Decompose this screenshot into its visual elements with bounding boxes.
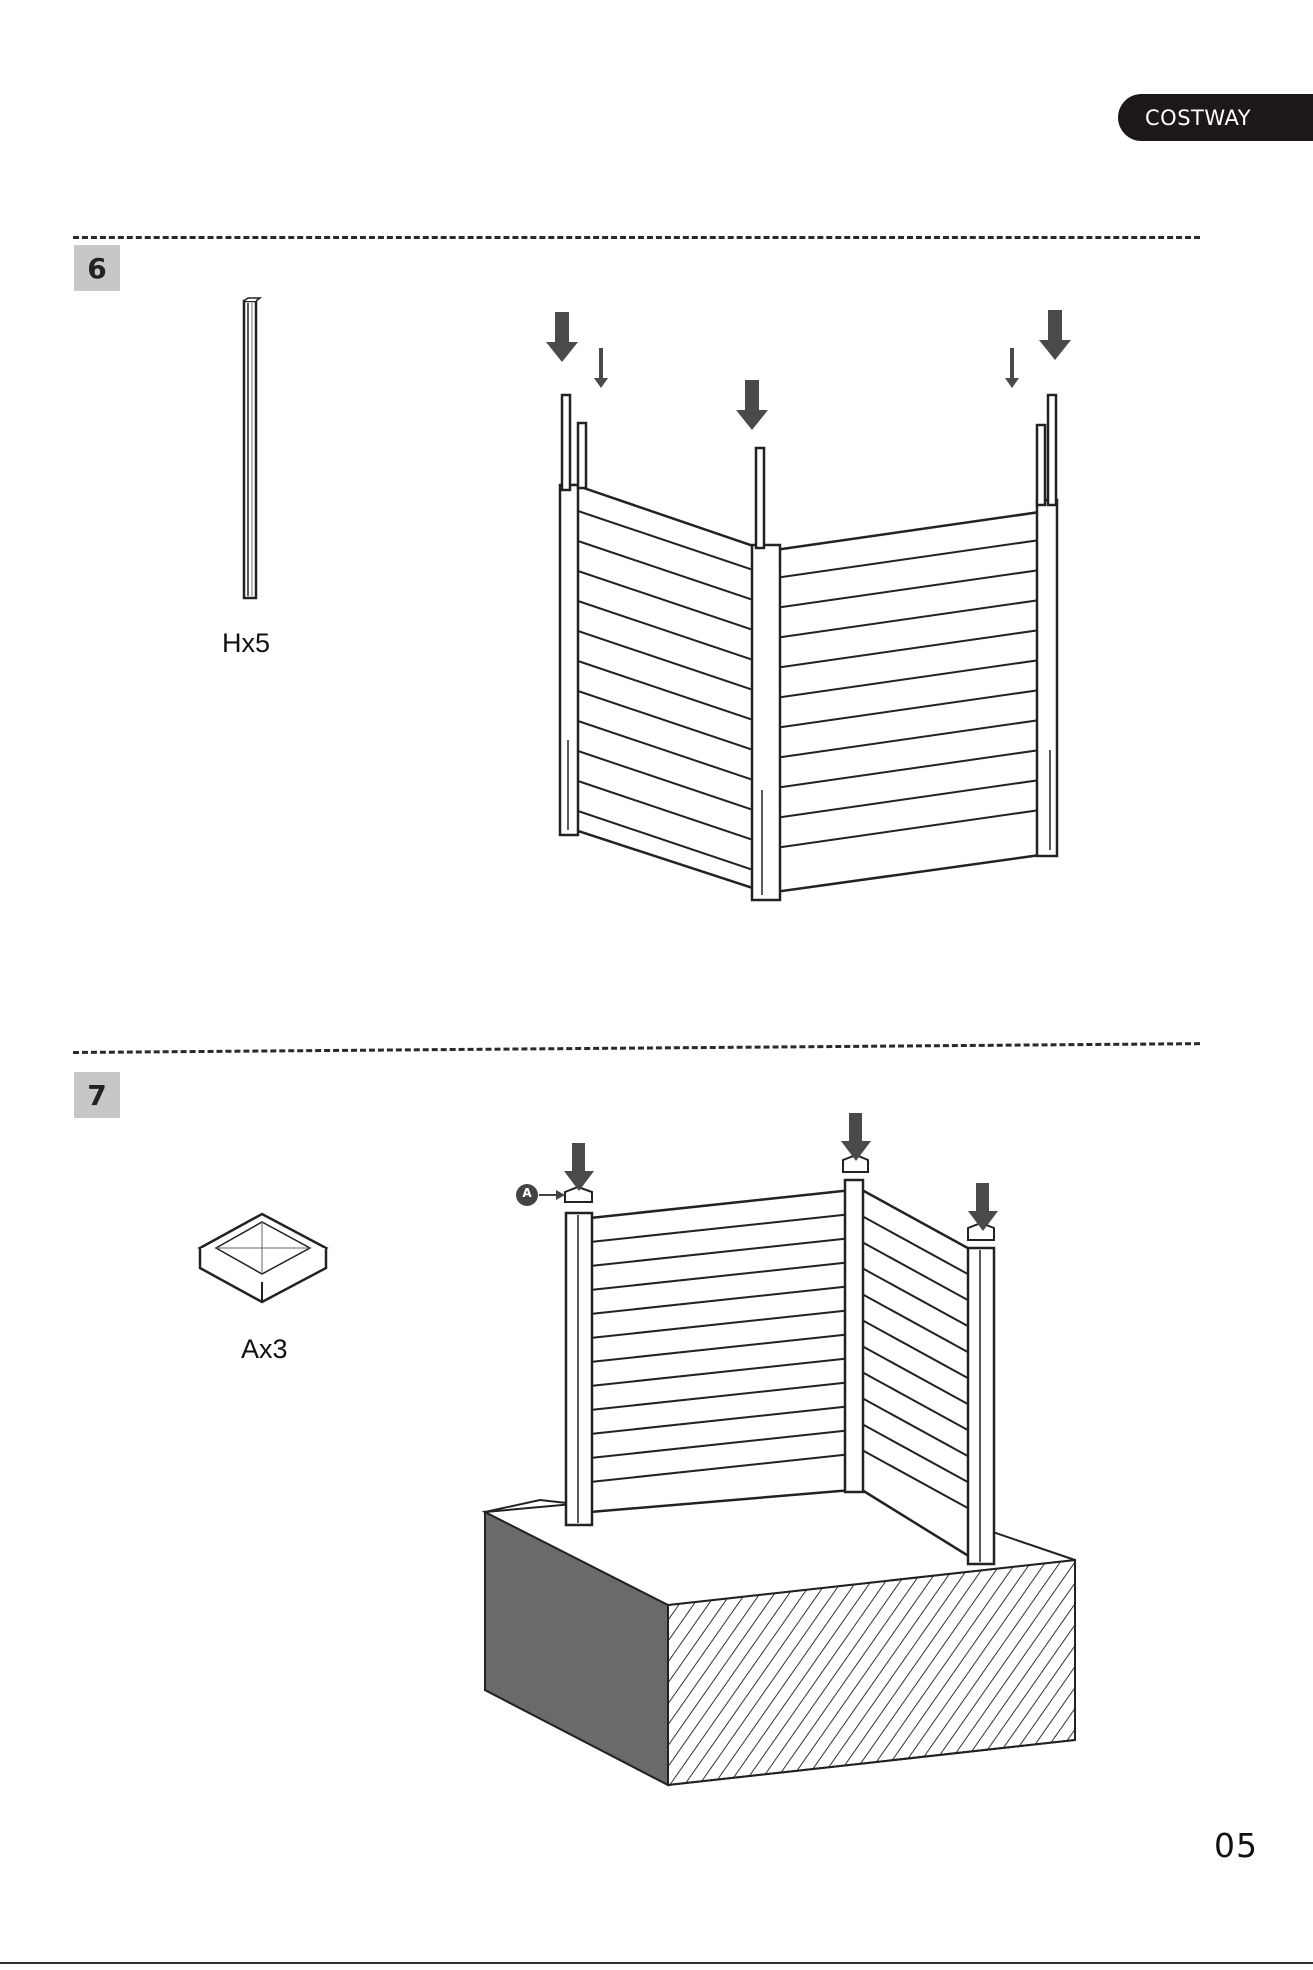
step-7-number: 7 bbox=[74, 1072, 120, 1118]
step-6-assembly-illustration bbox=[540, 300, 1080, 910]
down-arrow-icon bbox=[546, 310, 1071, 430]
page-bottom-rule bbox=[0, 1962, 1313, 1964]
step-7-assembly-illustration bbox=[480, 1110, 1080, 1800]
step-6-part-label: Hx5 bbox=[222, 628, 270, 659]
step-6-divider bbox=[73, 236, 1200, 239]
part-callout-a: A bbox=[520, 1186, 534, 1200]
step-7-part-label: Ax3 bbox=[241, 1334, 288, 1365]
post-cap-icon bbox=[196, 1212, 330, 1304]
step-7-divider bbox=[73, 1042, 1200, 1054]
step-6-number: 6 bbox=[74, 245, 120, 291]
post-icon bbox=[236, 298, 266, 602]
brand-logo-text: COSTWAY bbox=[1145, 106, 1251, 130]
brand-logo: COSTWAY bbox=[1118, 94, 1313, 141]
page-number: 05 bbox=[1214, 1826, 1258, 1865]
